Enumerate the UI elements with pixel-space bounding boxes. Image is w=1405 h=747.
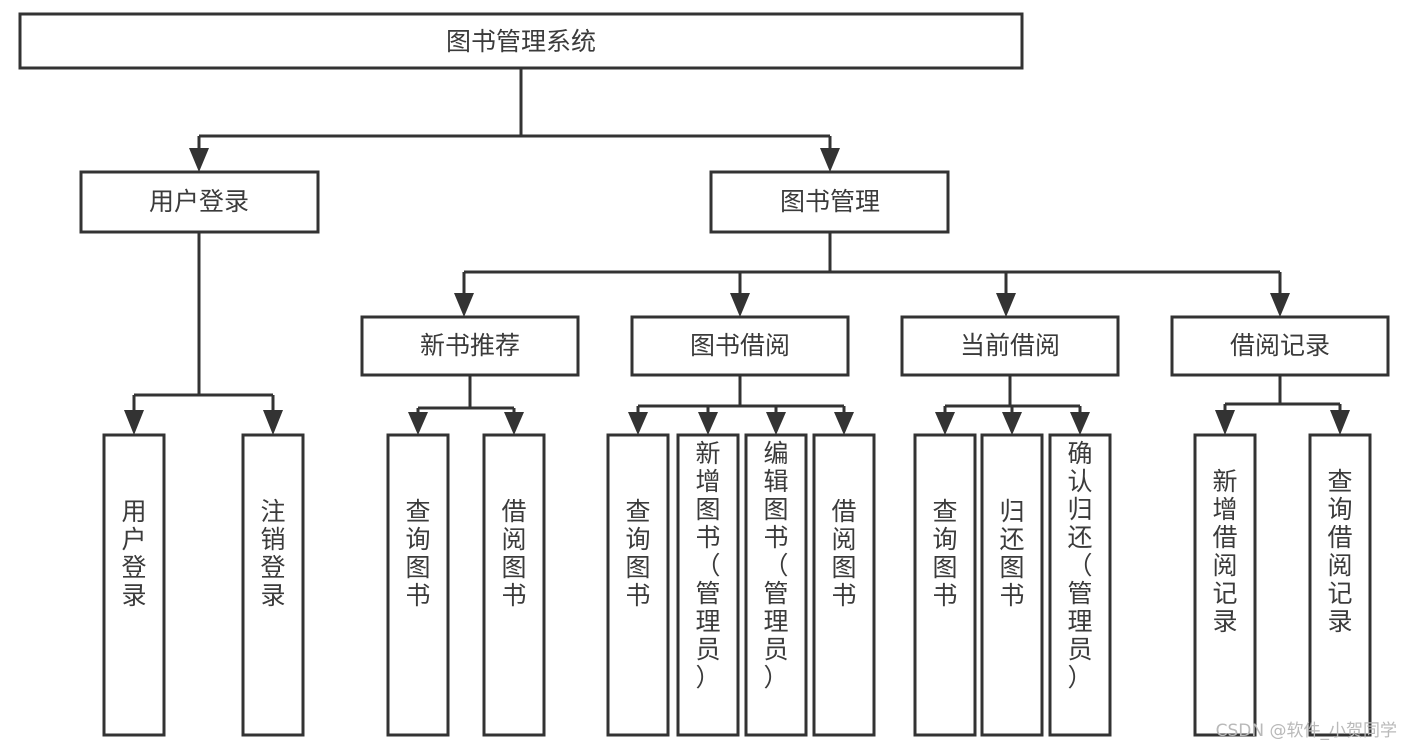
node-current-borrow-box[interactable]	[900, 315, 1120, 377]
node-leaf-add-book-label: 新增图书（管理员）	[695, 439, 720, 692]
arrow-head-new-book-recommend	[454, 293, 474, 317]
node-book-management[interactable]: 图书管理	[709, 170, 950, 234]
node-leaf-borrow-book[interactable]: 借阅图书	[812, 433, 876, 737]
node-leaf-edit-book[interactable]: 编辑图书（管理员）	[744, 433, 808, 737]
node-leaf-query-book-current-box[interactable]	[913, 433, 977, 737]
arrow-head-leaf-add-book	[698, 412, 718, 435]
arrow-head-leaf-confirm-return	[1070, 412, 1090, 435]
node-leaf-borrow-book-recommend-label: 借阅图书	[501, 497, 526, 610]
node-leaf-logout[interactable]: 注销登录	[241, 433, 305, 737]
node-leaf-borrow-book-label: 借阅图书	[831, 497, 856, 610]
node-book-borrow-label: 图书借阅	[690, 331, 790, 360]
arrow-head-book-borrow	[730, 293, 750, 317]
arrow-head-borrow-record	[1270, 293, 1290, 317]
node-borrow-record-box[interactable]	[1170, 315, 1390, 377]
node-leaf-query-book-recommend-label: 查询图书	[405, 497, 430, 610]
node-leaf-return-book[interactable]: 归还图书	[980, 433, 1044, 737]
node-book-management-label: 图书管理	[780, 187, 880, 216]
node-leaf-confirm-return-box[interactable]	[1048, 433, 1112, 737]
arrow-head-leaf-user-login	[124, 410, 144, 435]
node-leaf-borrow-book-box[interactable]	[812, 433, 876, 737]
node-leaf-query-borrow-record-box[interactable]	[1308, 433, 1372, 737]
node-borrow-record-label: 借阅记录	[1230, 331, 1330, 360]
arrow-head-user-login	[189, 148, 209, 172]
node-user-login-label: 用户登录	[149, 187, 249, 216]
arrow-head-leaf-edit-book	[766, 412, 786, 435]
node-book-borrow[interactable]: 图书借阅	[630, 315, 850, 377]
node-leaf-query-book-current-label: 查询图书	[932, 497, 957, 610]
arrow-head-leaf-query-book-borrow	[628, 412, 648, 435]
arrow-head-leaf-borrow-book-recommend	[504, 412, 524, 435]
node-leaf-query-borrow-record-label: 查询借阅记录	[1327, 467, 1352, 636]
node-current-borrow[interactable]: 当前借阅	[900, 315, 1120, 377]
arrow-head-leaf-logout	[263, 410, 283, 435]
arrow-head-current-borrow	[996, 293, 1016, 317]
node-leaf-confirm-return[interactable]: 确认归还（管理员）	[1048, 433, 1112, 737]
node-user-login[interactable]: 用户登录	[79, 170, 320, 234]
arrow-head-leaf-return-book	[1002, 412, 1022, 435]
arrow-head-leaf-query-borrow-record	[1330, 410, 1350, 435]
node-leaf-add-book-box[interactable]	[676, 433, 740, 737]
node-book-management-box[interactable]	[709, 170, 950, 234]
node-user-login-box[interactable]	[79, 170, 320, 234]
node-leaf-add-borrow-record[interactable]: 新增借阅记录	[1193, 433, 1257, 737]
node-leaf-query-borrow-record[interactable]: 查询借阅记录	[1308, 433, 1372, 737]
node-leaf-query-book-recommend-box[interactable]	[386, 433, 450, 737]
arrow-head-leaf-borrow-book	[834, 412, 854, 435]
node-leaf-add-borrow-record-box[interactable]	[1193, 433, 1257, 737]
arrow-head-leaf-query-book-current	[935, 412, 955, 435]
node-new-book-recommend[interactable]: 新书推荐	[360, 315, 580, 377]
node-leaf-confirm-return-label: 确认归还（管理员）	[1067, 439, 1092, 692]
node-leaf-query-book-borrow[interactable]: 查询图书	[606, 433, 670, 737]
arrow-head-book-management	[820, 148, 840, 172]
node-root[interactable]: 图书管理系统	[18, 12, 1024, 70]
node-leaf-logout-label: 注销登录	[260, 497, 285, 610]
connector-group	[124, 68, 1350, 435]
node-leaf-query-book-borrow-box[interactable]	[606, 433, 670, 737]
node-leaf-query-book-current[interactable]: 查询图书	[913, 433, 977, 737]
node-root-box[interactable]	[18, 12, 1024, 70]
node-leaf-edit-book-label: 编辑图书（管理员）	[763, 439, 788, 692]
node-leaf-user-login-box[interactable]	[102, 433, 166, 737]
arrow-head-leaf-add-borrow-record	[1215, 410, 1235, 435]
node-leaf-logout-box[interactable]	[241, 433, 305, 737]
node-leaf-user-login[interactable]: 用户登录	[102, 433, 166, 737]
node-leaf-return-book-label: 归还图书	[999, 497, 1024, 610]
node-leaf-query-book-borrow-label: 查询图书	[625, 497, 650, 610]
node-root-label: 图书管理系统	[446, 27, 596, 56]
node-leaf-edit-book-box[interactable]	[744, 433, 808, 737]
node-leaf-return-book-box[interactable]	[980, 433, 1044, 737]
node-leaf-add-book[interactable]: 新增图书（管理员）	[676, 433, 740, 737]
node-new-book-recommend-label: 新书推荐	[420, 331, 520, 360]
node-leaf-borrow-book-recommend[interactable]: 借阅图书	[482, 433, 546, 737]
node-leaf-borrow-book-recommend-box[interactable]	[482, 433, 546, 737]
node-leaf-add-borrow-record-label: 新增借阅记录	[1212, 467, 1237, 636]
node-borrow-record[interactable]: 借阅记录	[1170, 315, 1390, 377]
node-leaf-query-book-recommend[interactable]: 查询图书	[386, 433, 450, 737]
node-current-borrow-label: 当前借阅	[960, 331, 1060, 360]
node-new-book-recommend-box[interactable]	[360, 315, 580, 377]
arrow-head-leaf-query-book-recommend	[408, 412, 428, 435]
node-leaf-user-login-label: 用户登录	[121, 497, 146, 610]
node-book-borrow-box[interactable]	[630, 315, 850, 377]
